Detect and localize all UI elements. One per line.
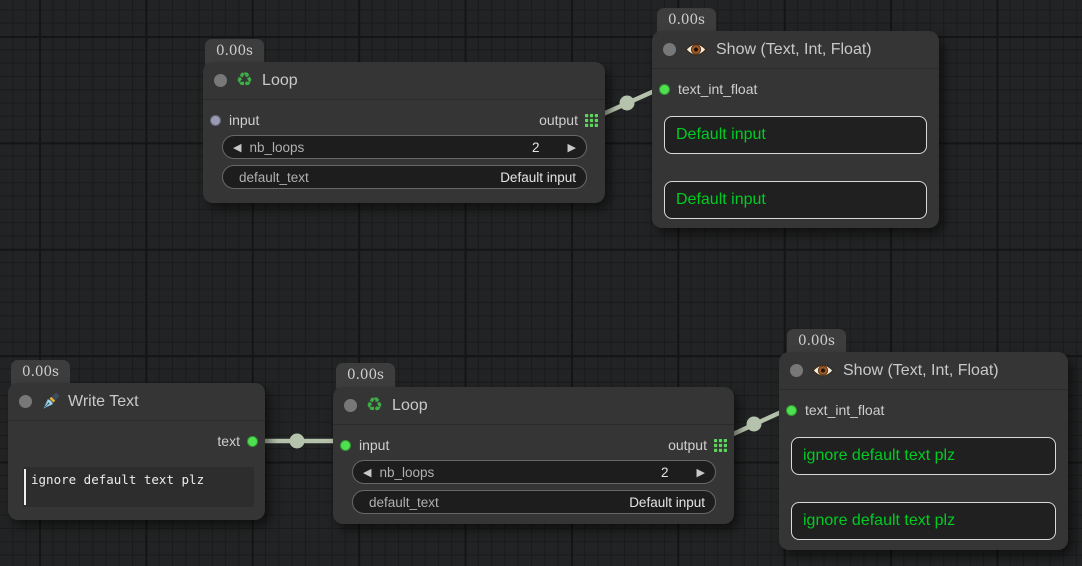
node-header[interactable]: Write Text <box>8 383 265 421</box>
input-slot[interactable] <box>340 439 351 451</box>
node-header[interactable]: ♻ Loop <box>203 62 605 100</box>
output-slot[interactable] <box>247 435 258 447</box>
nb-loops-stepper[interactable]: ◀ nb_loops 2 ▶ <box>222 135 587 159</box>
displayed-value: Default input <box>676 191 766 208</box>
input-slot[interactable] <box>786 404 797 416</box>
widget-value: 2 <box>532 139 540 155</box>
collapse-dot[interactable] <box>19 395 32 408</box>
default-text-widget[interactable]: default_text Default input <box>352 490 716 514</box>
displayed-value: ignore default text plz <box>803 512 956 529</box>
node-write-text[interactable]: Write Text text ignore default text plz <box>8 383 265 520</box>
stepper-right-icon[interactable]: ▶ <box>567 140 576 154</box>
collapse-dot[interactable] <box>663 43 676 56</box>
text-input-area[interactable]: ignore default text plz <box>23 467 254 507</box>
stepper-right-icon[interactable]: ▶ <box>696 465 705 479</box>
node-title: Write Text <box>68 392 139 410</box>
node-header[interactable]: ♻ Loop <box>333 387 734 425</box>
output-slot-label: output <box>668 437 707 453</box>
collapse-dot[interactable] <box>344 399 357 412</box>
node-show-text-int-float[interactable]: Show (Text, Int, Float) text_int_float D… <box>652 31 939 228</box>
text-caret <box>24 469 26 505</box>
input-slot[interactable] <box>659 83 670 95</box>
link-midpoint-dot <box>619 95 635 111</box>
text-input-value: ignore default text plz <box>31 472 205 487</box>
input-slot-label: text_int_float <box>678 81 758 97</box>
value-display[interactable]: ignore default text plz <box>791 502 1056 540</box>
node-title: Show (Text, Int, Float) <box>716 40 872 58</box>
displayed-value: Default input <box>676 126 766 143</box>
widget-name: default_text <box>369 494 439 510</box>
stepper-left-icon[interactable]: ◀ <box>233 140 242 154</box>
nb-loops-stepper[interactable]: ◀ nb_loops 2 ▶ <box>352 460 716 484</box>
node-title: Show (Text, Int, Float) <box>843 361 999 379</box>
widget-value: Default input <box>629 494 705 510</box>
input-slot-label: text_int_float <box>805 402 885 418</box>
widget-value: Default input <box>500 169 576 185</box>
stepper-left-icon[interactable]: ◀ <box>363 465 372 479</box>
node-loop[interactable]: ♻ Loop input output ◀ nb_loops 2 ▶ d <box>333 387 734 524</box>
recycle-icon: ♻ <box>366 394 384 416</box>
value-display[interactable]: Default input <box>664 116 927 154</box>
recycle-icon: ♻ <box>236 69 254 91</box>
widget-name: nb_loops <box>249 139 305 155</box>
fountain-pen-icon <box>41 392 59 411</box>
displayed-value: ignore default text plz <box>803 447 956 464</box>
value-display[interactable]: Default input <box>664 181 927 219</box>
node-title: Loop <box>392 396 428 414</box>
eye-icon <box>812 363 834 378</box>
collapse-dot[interactable] <box>214 74 227 87</box>
node-show-text-int-float[interactable]: Show (Text, Int, Float) text_int_float i… <box>779 352 1068 550</box>
output-grid-icon[interactable] <box>585 113 598 127</box>
node-header[interactable]: Show (Text, Int, Float) <box>652 31 939 69</box>
widget-value: 2 <box>661 464 669 480</box>
output-slot-label: output <box>539 112 578 128</box>
output-slot-label: text <box>217 433 240 449</box>
input-slot-label: input <box>359 437 390 453</box>
widget-name: nb_loops <box>379 464 435 480</box>
eye-icon <box>685 42 707 57</box>
output-grid-icon[interactable] <box>714 438 727 452</box>
collapse-dot[interactable] <box>790 364 803 377</box>
link-midpoint-dot <box>289 433 305 449</box>
widget-name: default_text <box>239 169 309 185</box>
node-loop[interactable]: ♻ Loop input output ◀ nb_loops 2 ▶ d <box>203 62 605 203</box>
default-text-widget[interactable]: default_text Default input <box>222 165 587 189</box>
node-header[interactable]: Show (Text, Int, Float) <box>779 352 1068 390</box>
value-display[interactable]: ignore default text plz <box>791 437 1056 475</box>
link-midpoint-dot <box>746 416 762 432</box>
node-title: Loop <box>262 71 298 89</box>
input-slot-label: input <box>229 112 260 128</box>
input-slot[interactable] <box>210 114 221 126</box>
